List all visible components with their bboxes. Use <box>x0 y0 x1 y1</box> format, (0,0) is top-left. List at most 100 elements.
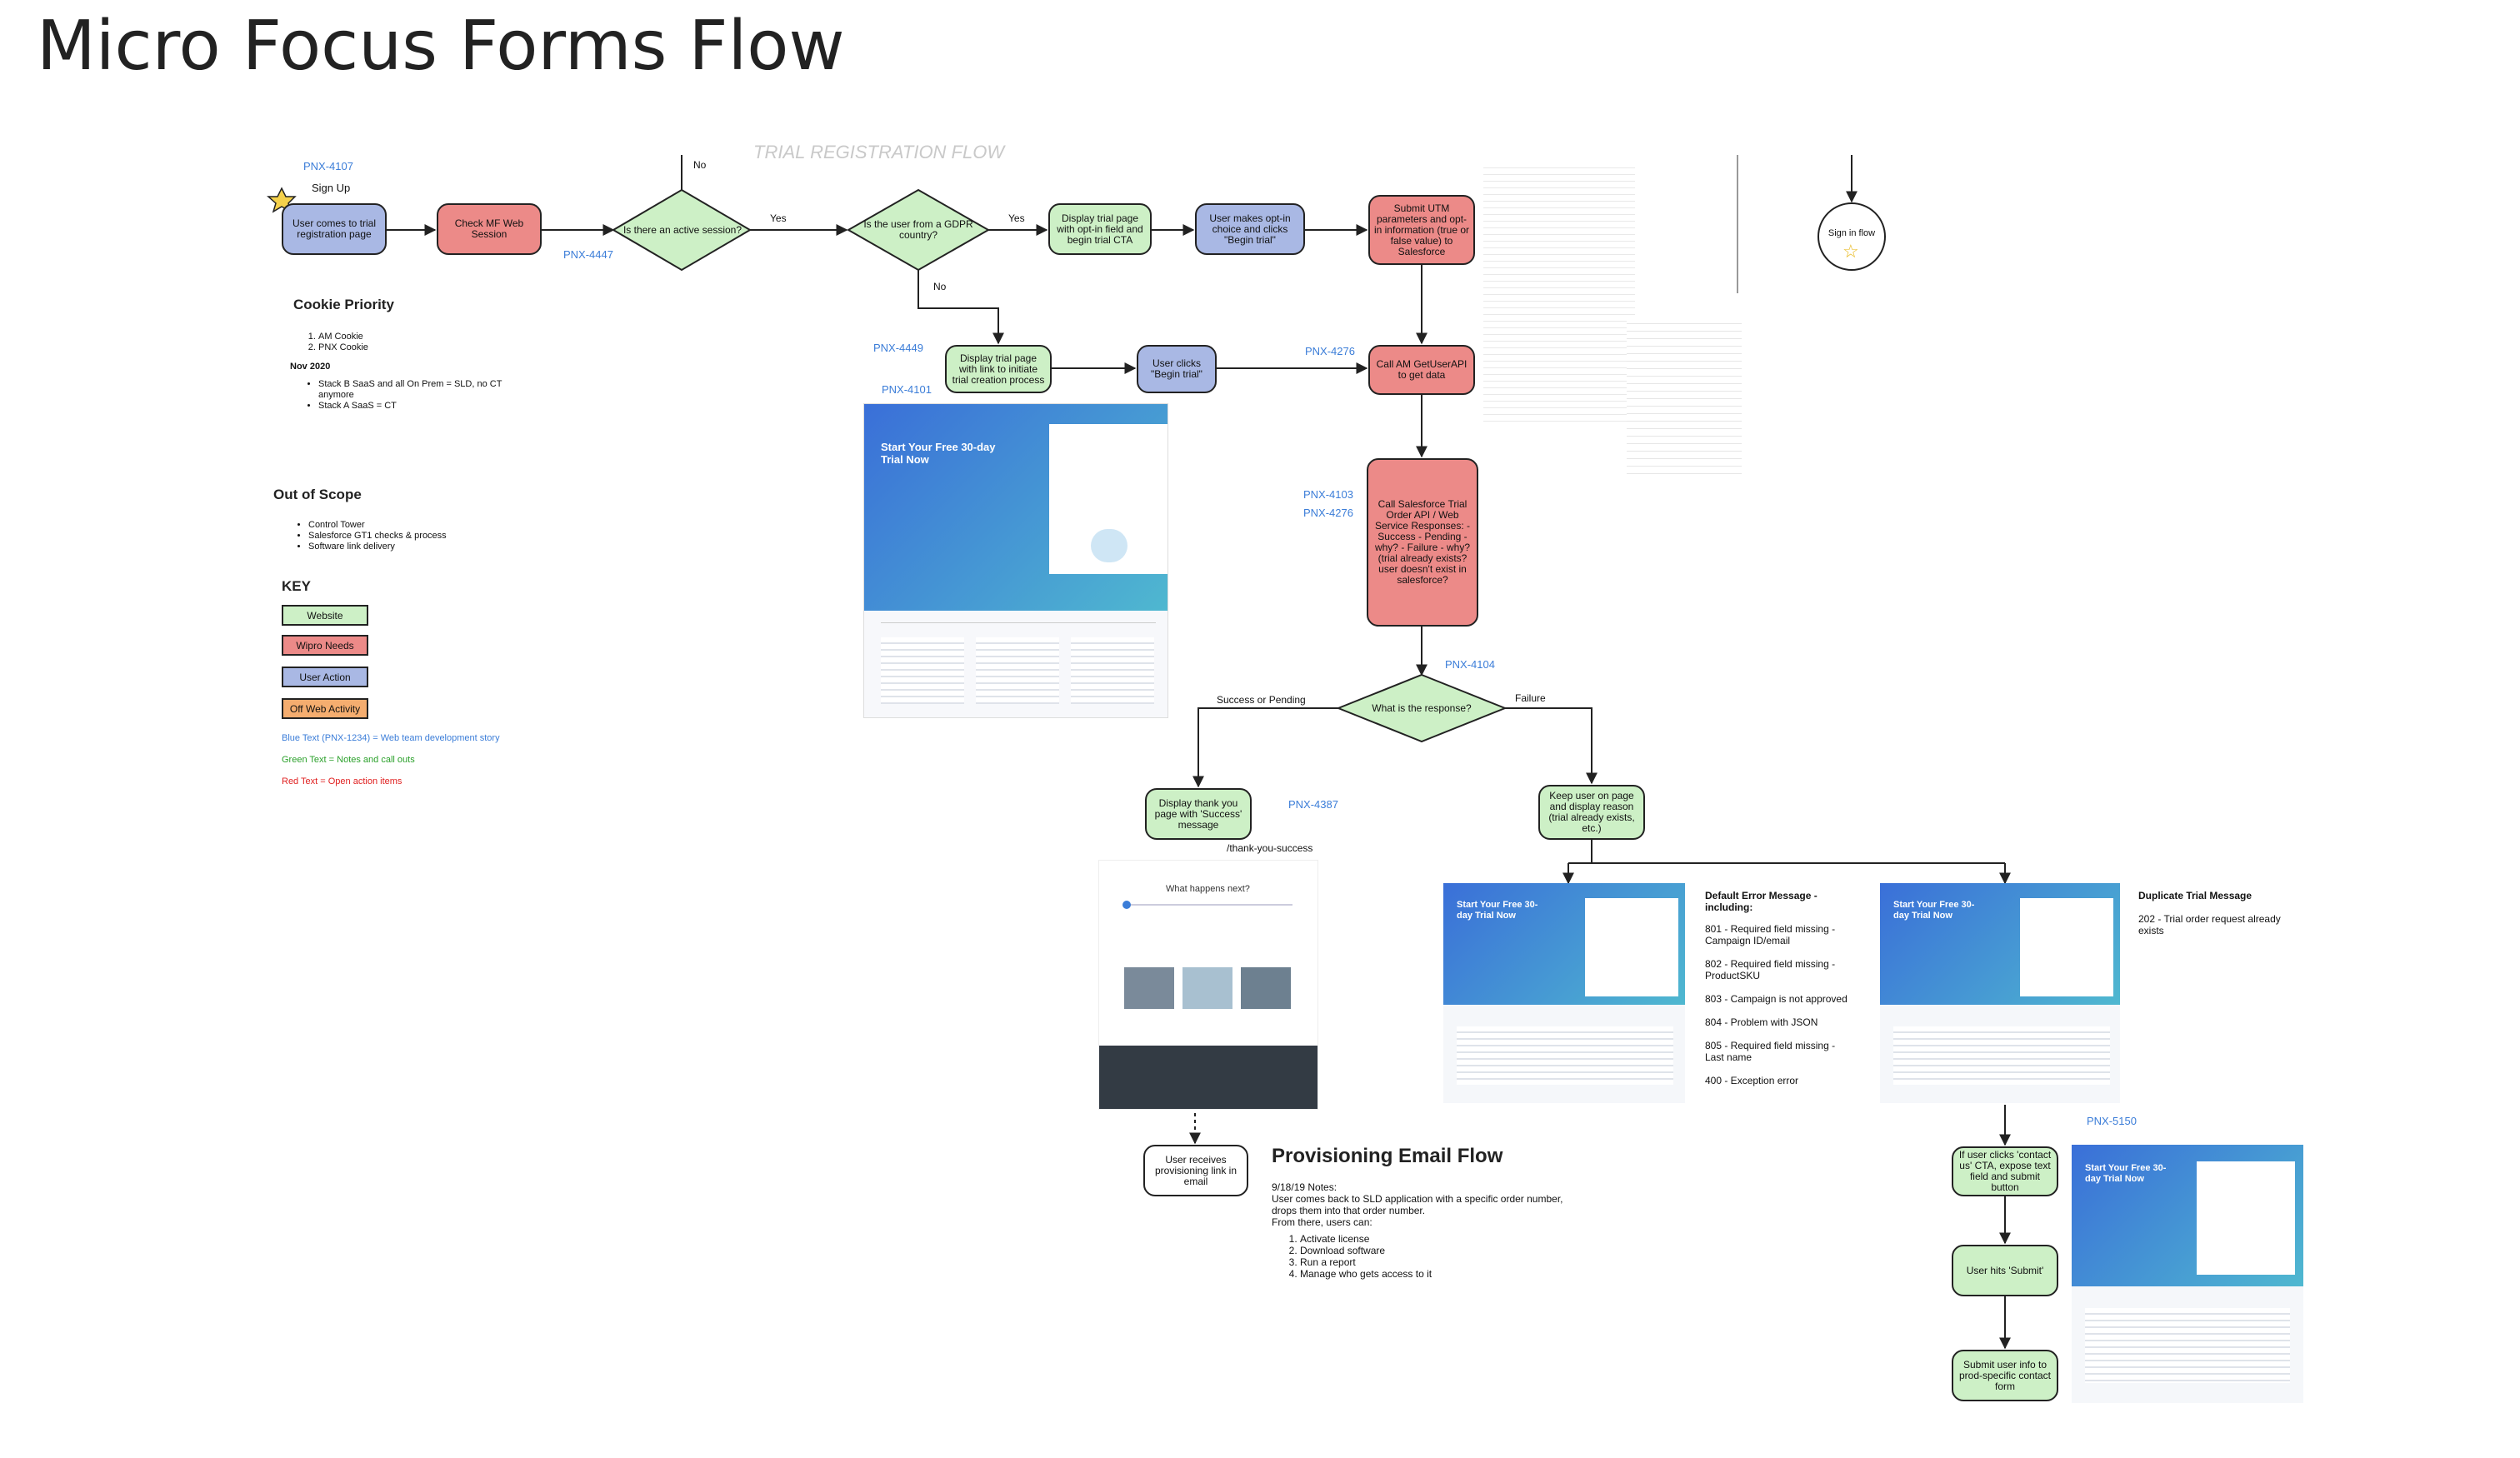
error-page-screenshot: Start Your Free 30-day Trial Now <box>1443 883 1685 1103</box>
note-red-text: Red Text = Open action items <box>282 776 402 786</box>
ticket-label: PNX-4276 <box>1305 345 1355 357</box>
legend-user-action: User Action <box>282 667 368 687</box>
doc-screenshot <box>1627 317 1742 475</box>
node-call-am[interactable]: Call AM GetUserAPI to get data <box>1368 345 1475 395</box>
note-green-text: Green Text = Notes and call outs <box>282 755 415 765</box>
node-hits-submit[interactable]: User hits 'Submit' <box>1952 1245 2058 1296</box>
trial-title: Start Your Free 30-day Trial Now <box>1457 900 1538 921</box>
cookie-bullet: Stack A SaaS = CT <box>318 401 540 412</box>
contact-page-screenshot: Start Your Free 30-day Trial Now <box>2072 1145 2303 1403</box>
node-call-sf[interactable]: Call Salesforce Trial Order API / Web Se… <box>1367 458 1478 627</box>
errors-block: Default Error Message - including: 801 -… <box>1705 890 1855 1086</box>
ticket-label: PNX-4449 <box>873 342 923 354</box>
legend-website: Website <box>282 605 368 626</box>
ticket-label: PNX-5150 <box>2087 1115 2137 1127</box>
note-blue-text: Blue Text (PNX-1234) = Web team developm… <box>282 733 500 743</box>
cookie-bullet: Stack B SaaS and all On Prem = SLD, no C… <box>318 379 522 401</box>
diamond-response <box>1336 673 1508 743</box>
node-user-optin[interactable]: User makes opt-in choice and clicks "Beg… <box>1195 203 1305 255</box>
error-item: 805 - Required field missing - Last name <box>1705 1040 1836 1063</box>
node-sign-in-flow[interactable]: Sign in flow <box>1828 227 1876 238</box>
ticket-label: PNX-4447 <box>563 248 613 261</box>
provisioning-item: Download software <box>1300 1245 1588 1256</box>
node-response[interactable]: What is the response? <box>1372 702 1472 714</box>
error-item: 804 - Problem with JSON <box>1705 1016 1818 1028</box>
ticket-label: PNX-4276 <box>1303 507 1353 519</box>
provisioning-text: User comes back to SLD application with … <box>1272 1193 1563 1216</box>
provisioning-item: Run a report <box>1300 1256 1588 1268</box>
edge-label-no: No <box>933 281 947 292</box>
error-item: 803 - Campaign is not approved <box>1705 993 1848 1005</box>
node-keep-user[interactable]: Keep user on page and display reason (tr… <box>1538 785 1645 840</box>
scope-heading: Out of Scope <box>273 487 362 502</box>
ticket-label: PNX-4107 <box>303 160 353 172</box>
duplicate-heading: Duplicate Trial Message <box>2138 890 2252 901</box>
ticket-label: PNX-4103 <box>1303 488 1353 501</box>
trial-title: Start Your Free 30-day Trial Now <box>2085 1163 2167 1184</box>
provisioning-heading: Provisioning Email Flow <box>1272 1145 1503 1167</box>
node-check-session[interactable]: Check MF Web Session <box>437 203 542 255</box>
provisioning-date: 9/18/19 Notes: <box>1272 1181 1338 1193</box>
cookie-sub: Nov 2020 <box>290 362 331 372</box>
provisioning-notes: 9/18/19 Notes: User comes back to SLD ap… <box>1272 1181 1588 1280</box>
duplicate-page-screenshot: Start Your Free 30-day Trial Now <box>1880 883 2120 1103</box>
node-contact-us[interactable]: If user clicks 'contact us' CTA, expose … <box>1952 1146 2058 1196</box>
edge-label-yes: Yes <box>1008 212 1025 224</box>
thank-you-url: /thank-you-success <box>1227 842 1313 854</box>
thank-you-screenshot: What happens next? <box>1098 860 1318 1110</box>
node-gdpr[interactable]: Is the user from a GDPR country? <box>863 218 973 241</box>
node-receives-link[interactable]: User receives provisioning link in email <box>1143 1145 1248 1196</box>
duplicate-block: Duplicate Trial Message 202 - Trial orde… <box>2138 890 2288 936</box>
trial-title: Start Your Free 30-day Trial Now <box>1893 900 1975 921</box>
faded-flow-title: TRIAL REGISTRATION FLOW <box>753 142 1005 162</box>
diamond-active-session <box>612 188 752 272</box>
error-item: 802 - Required field missing - ProductSK… <box>1705 958 1836 981</box>
node-display-link[interactable]: Display trial page with link to initiate… <box>945 345 1052 393</box>
node-user-clicks[interactable]: User clicks "Begin trial" <box>1137 345 1217 393</box>
legend-off-web: Off Web Activity <box>282 698 368 719</box>
node-submit-utm[interactable]: Submit UTM parameters and opt-in informa… <box>1368 195 1475 265</box>
edge-response-success <box>1192 707 1338 788</box>
provisioning-from: From there, users can: <box>1272 1216 1372 1228</box>
edge-label-failure: Failure <box>1515 692 1546 704</box>
ticket-label: PNX-4387 <box>1288 798 1338 811</box>
sign-in-circle <box>1818 202 1886 271</box>
cookie-heading: Cookie Priority <box>293 297 394 312</box>
provisioning-item: Manage who gets access to it <box>1300 1268 1588 1280</box>
duplicate-text: 202 - Trial order request already exists <box>2138 913 2281 936</box>
edge-label-success: Success or Pending <box>1217 694 1306 706</box>
edge-label-no: No <box>693 159 707 171</box>
node-display-thanks[interactable]: Display thank you page with 'Success' me… <box>1145 788 1252 840</box>
scope-item: Control Tower <box>308 520 447 531</box>
ticket-label: PNX-4104 <box>1445 658 1495 671</box>
ticket-label: PNX-4101 <box>882 383 932 396</box>
error-item: 400 - Exception error <box>1705 1075 1799 1086</box>
node-user-comes[interactable]: User comes to trial registration page <box>282 203 387 255</box>
node-display-optin[interactable]: Display trial page with opt-in field and… <box>1048 203 1152 255</box>
key-heading: KEY <box>282 578 311 594</box>
whats-next-title: What happens next? <box>1166 884 1250 894</box>
error-item: 801 - Required field missing - Campaign … <box>1705 923 1836 946</box>
scope-item: Software link delivery <box>308 542 447 552</box>
diamond-gdpr <box>846 188 991 272</box>
divider <box>1737 155 1738 293</box>
cookie-list: AM Cookie PNX Cookie Nov 2020 Stack B Sa… <box>290 332 540 412</box>
scope-item: Salesforce GT1 checks & process <box>308 531 447 542</box>
edge-label-yes: Yes <box>770 212 787 224</box>
legend-wipro: Wipro Needs <box>282 635 368 656</box>
node-submit-info[interactable]: Submit user info to prod-specific contac… <box>1952 1350 2058 1401</box>
cookie-item: AM Cookie <box>318 332 540 342</box>
errors-heading: Default Error Message - including: <box>1705 890 1818 913</box>
node-active-session[interactable]: Is there an active session? <box>622 223 742 236</box>
scope-list: Control Tower Salesforce GT1 checks & pr… <box>280 520 447 552</box>
page-title: Micro Focus Forms Flow <box>37 7 845 86</box>
trial-page-screenshot: Start Your Free 30-day Trial Now <box>863 403 1168 718</box>
edge-gdpr-no <box>918 265 1004 345</box>
sign-up-label: Sign Up <box>312 182 351 194</box>
star-icon: ☆ <box>1842 241 1859 262</box>
cookie-item: PNX Cookie <box>318 342 540 353</box>
edge-response-failure <box>1505 707 1598 785</box>
provisioning-item: Activate license <box>1300 1233 1588 1245</box>
doc-screenshot <box>1483 162 1635 422</box>
trial-title: Start Your Free 30-day Trial Now <box>881 441 996 466</box>
